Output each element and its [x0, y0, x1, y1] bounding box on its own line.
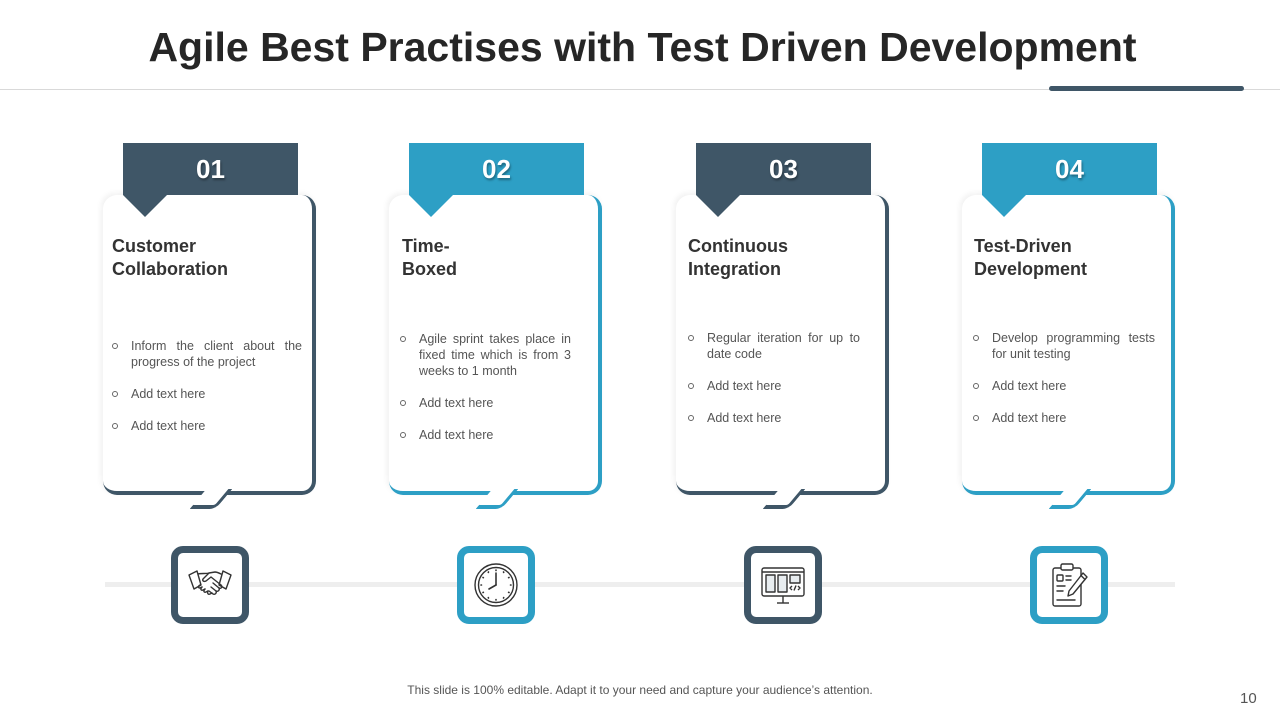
bullet-item: Add text here — [688, 378, 860, 394]
clipboard-pencil-icon — [1052, 563, 1088, 607]
timeline-line — [105, 582, 1175, 587]
bullet-text: Add text here — [707, 379, 782, 393]
step-number-tab: 04 — [982, 143, 1157, 195]
bullet-item: Regular iteration for up to date code — [688, 330, 860, 362]
step-number-tab: 01 — [123, 143, 298, 195]
card-body — [389, 195, 602, 495]
bullet-list: Regular iteration for up to date code Ad… — [688, 330, 860, 442]
card-body — [962, 195, 1175, 495]
step-card-04: 04 Test-Driven Development Develop progr… — [962, 143, 1177, 513]
tab-notch — [409, 195, 453, 217]
bullet-item: Add text here — [973, 410, 1155, 426]
bullet-text: Add text here — [707, 411, 782, 425]
bullet-circle-icon — [400, 400, 406, 406]
bullet-item: Add text here — [112, 386, 302, 402]
bullet-item: Add text here — [400, 395, 571, 411]
bullet-circle-icon — [973, 383, 979, 389]
bullet-item: Add text here — [400, 427, 571, 443]
clipboard-pencil-icon-box — [1030, 546, 1108, 624]
bullet-text: Add text here — [419, 428, 494, 442]
bullet-item: Add text here — [112, 418, 302, 434]
bullet-text: Agile sprint takes place in fixed time w… — [419, 332, 571, 378]
tab-notch — [982, 195, 1026, 217]
bullet-text: Add text here — [131, 387, 206, 401]
bullet-item: Develop programming tests for unit testi… — [973, 330, 1155, 362]
card-title: Continuous Integration — [688, 235, 878, 281]
monitor-code-icon-box — [744, 546, 822, 624]
footer-note: This slide is 100% editable. Adapt it to… — [407, 683, 873, 697]
card-title: Time- Boxed — [402, 235, 592, 281]
bullet-item: Add text here — [973, 378, 1155, 394]
card-title: Customer Collaboration — [112, 235, 302, 281]
title-accent-bar — [1049, 86, 1244, 91]
bullet-text: Inform the client about the progress of … — [131, 339, 302, 369]
bullet-item: Add text here — [688, 410, 860, 426]
card-title-line: Time- — [402, 236, 450, 256]
clock-icon — [474, 563, 518, 607]
bullet-text: Add text here — [992, 379, 1067, 393]
bullet-text: Add text here — [419, 396, 494, 410]
bullet-text: Develop programming tests for unit testi… — [992, 331, 1155, 361]
bullet-list: Inform the client about the progress of … — [112, 338, 302, 450]
card-title-line: Integration — [688, 259, 781, 279]
step-card-01: 01 Customer Collaboration Inform the cli… — [103, 143, 318, 513]
card-title-line: Boxed — [402, 259, 458, 279]
bullet-circle-icon — [112, 391, 118, 397]
step-card-02: 02 Time- Boxed Agile sprint takes place … — [389, 143, 604, 513]
bullet-text: Add text here — [992, 411, 1067, 425]
card-title-line: Test-Driven — [974, 236, 1072, 256]
page-number: 10 — [1240, 690, 1257, 707]
bullet-text: Regular iteration for up to date code — [707, 331, 860, 361]
tab-notch — [696, 195, 740, 217]
bullet-circle-icon — [973, 415, 979, 421]
bullet-list: Agile sprint takes place in fixed time w… — [400, 331, 571, 459]
bullet-circle-icon — [400, 432, 406, 438]
bullet-item: Agile sprint takes place in fixed time w… — [400, 331, 571, 379]
bullet-circle-icon — [400, 336, 406, 342]
card-title-line: Customer — [112, 236, 197, 256]
card-title: Test-Driven Development — [974, 235, 1164, 281]
card-title-line: Collaboration — [112, 259, 228, 279]
card-body — [103, 195, 316, 495]
bullet-circle-icon — [688, 383, 694, 389]
bullet-circle-icon — [112, 343, 118, 349]
slide-title: Agile Best Practises with Test Driven De… — [148, 24, 1137, 70]
step-number-tab: 03 — [696, 143, 871, 195]
bullet-circle-icon — [688, 415, 694, 421]
monitor-code-icon — [761, 567, 805, 604]
clock-icon-box — [457, 546, 535, 624]
card-title-line: Development — [974, 259, 1088, 279]
bullet-circle-icon — [973, 335, 979, 341]
handshake-icon-box — [171, 546, 249, 624]
bullet-text: Add text here — [131, 419, 206, 433]
bullet-circle-icon — [688, 335, 694, 341]
bullet-circle-icon — [112, 423, 118, 429]
title-divider — [0, 89, 1280, 90]
card-title-line: Continuous — [688, 236, 788, 256]
bullet-item: Inform the client about the progress of … — [112, 338, 302, 370]
step-card-03: 03 Continuous Integration Regular iterat… — [676, 143, 891, 513]
bullet-list: Develop programming tests for unit testi… — [973, 330, 1155, 442]
handshake-icon — [188, 570, 232, 595]
step-number-tab: 02 — [409, 143, 584, 195]
tab-notch — [123, 195, 167, 217]
